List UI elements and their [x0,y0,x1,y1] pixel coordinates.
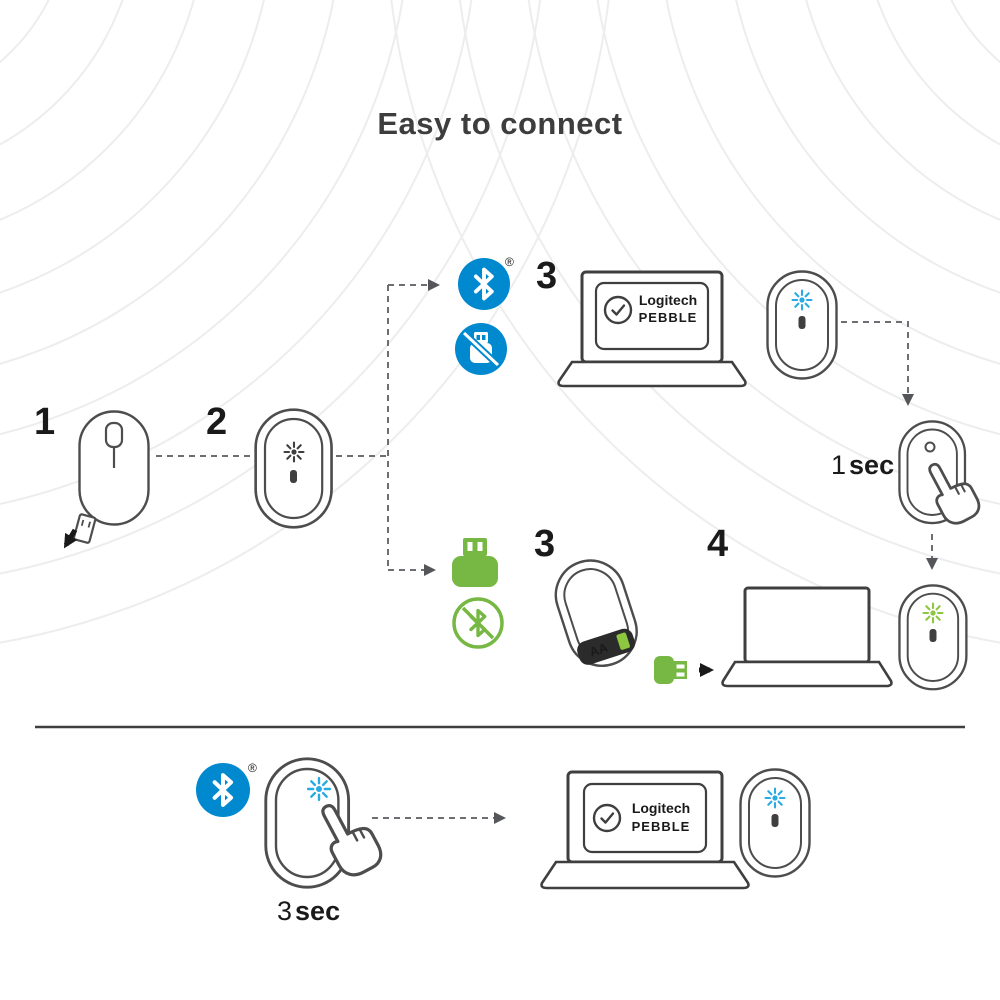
registered-mark: ® [505,255,514,269]
plug-receiver-step [654,656,714,684]
mouse-bluetooth-led [766,270,838,380]
mouse-bottom-view [254,408,333,529]
mouse-top-view [63,410,150,549]
registered-mark: ® [248,761,257,775]
led-blink-blue-icon [306,776,332,802]
led-off-icon [924,441,936,453]
usb-dongle-body [654,656,674,684]
connect-button[interactable] [771,814,779,827]
laptop-base [557,360,747,388]
connect-button[interactable] [798,316,806,329]
mouse-pairing-hold [264,757,388,889]
laptop-screen-model: PEBBLE [639,310,698,325]
flow-connectors [156,279,938,824]
step-4-number: 4 [707,523,728,565]
bluetooth-icon [458,258,510,310]
connect-button[interactable] [929,629,937,642]
battery-contact-indicator [616,632,630,650]
laptop-base [721,660,893,688]
mouse-bluetooth-led-final [739,768,811,878]
check-icon [592,803,622,833]
laptop-screen-brand: Logitech [639,292,697,308]
step-3-bluetooth-number: 3 [536,255,557,297]
pairing-dialog [582,782,708,854]
usb-receiver-crossed-icon [455,323,507,375]
bluetooth-crossed-icon [452,597,504,649]
mouse-battery-view: AA [545,550,647,676]
step-3-receiver-number: 3 [534,523,555,565]
laptop-screen-model: PEBBLE [632,819,691,834]
battery-label: AA [587,640,610,660]
mouse-receiver-led [898,584,968,691]
led-blink-blue-icon [764,787,786,809]
mouse-channel-switch [898,420,985,530]
laptop-screen-brand: Logitech [632,800,690,816]
bluetooth-icon [196,763,250,817]
laptop-base [540,860,750,890]
remove-receiver-arrow-icon [63,528,78,549]
check-icon [603,295,633,325]
usb-receiver-removed-icon [72,513,97,544]
connect-button[interactable] [290,470,297,483]
laptop-bluetooth: Logitech PEBBLE [557,270,747,388]
step-2-number: 2 [206,401,227,443]
led-blink-blue-icon [791,289,813,311]
connector-to-channel-switch [841,321,914,406]
usb-receiver-icon [452,538,498,587]
page-title: Easy to connect [377,106,623,141]
led-blink-green-icon [922,602,944,624]
step-1-number: 1 [34,401,55,443]
laptop-receiver [721,586,893,688]
laptop-bluetooth-paired: Logitech PEBBLE [540,770,750,890]
led-blink-icon [283,441,305,463]
